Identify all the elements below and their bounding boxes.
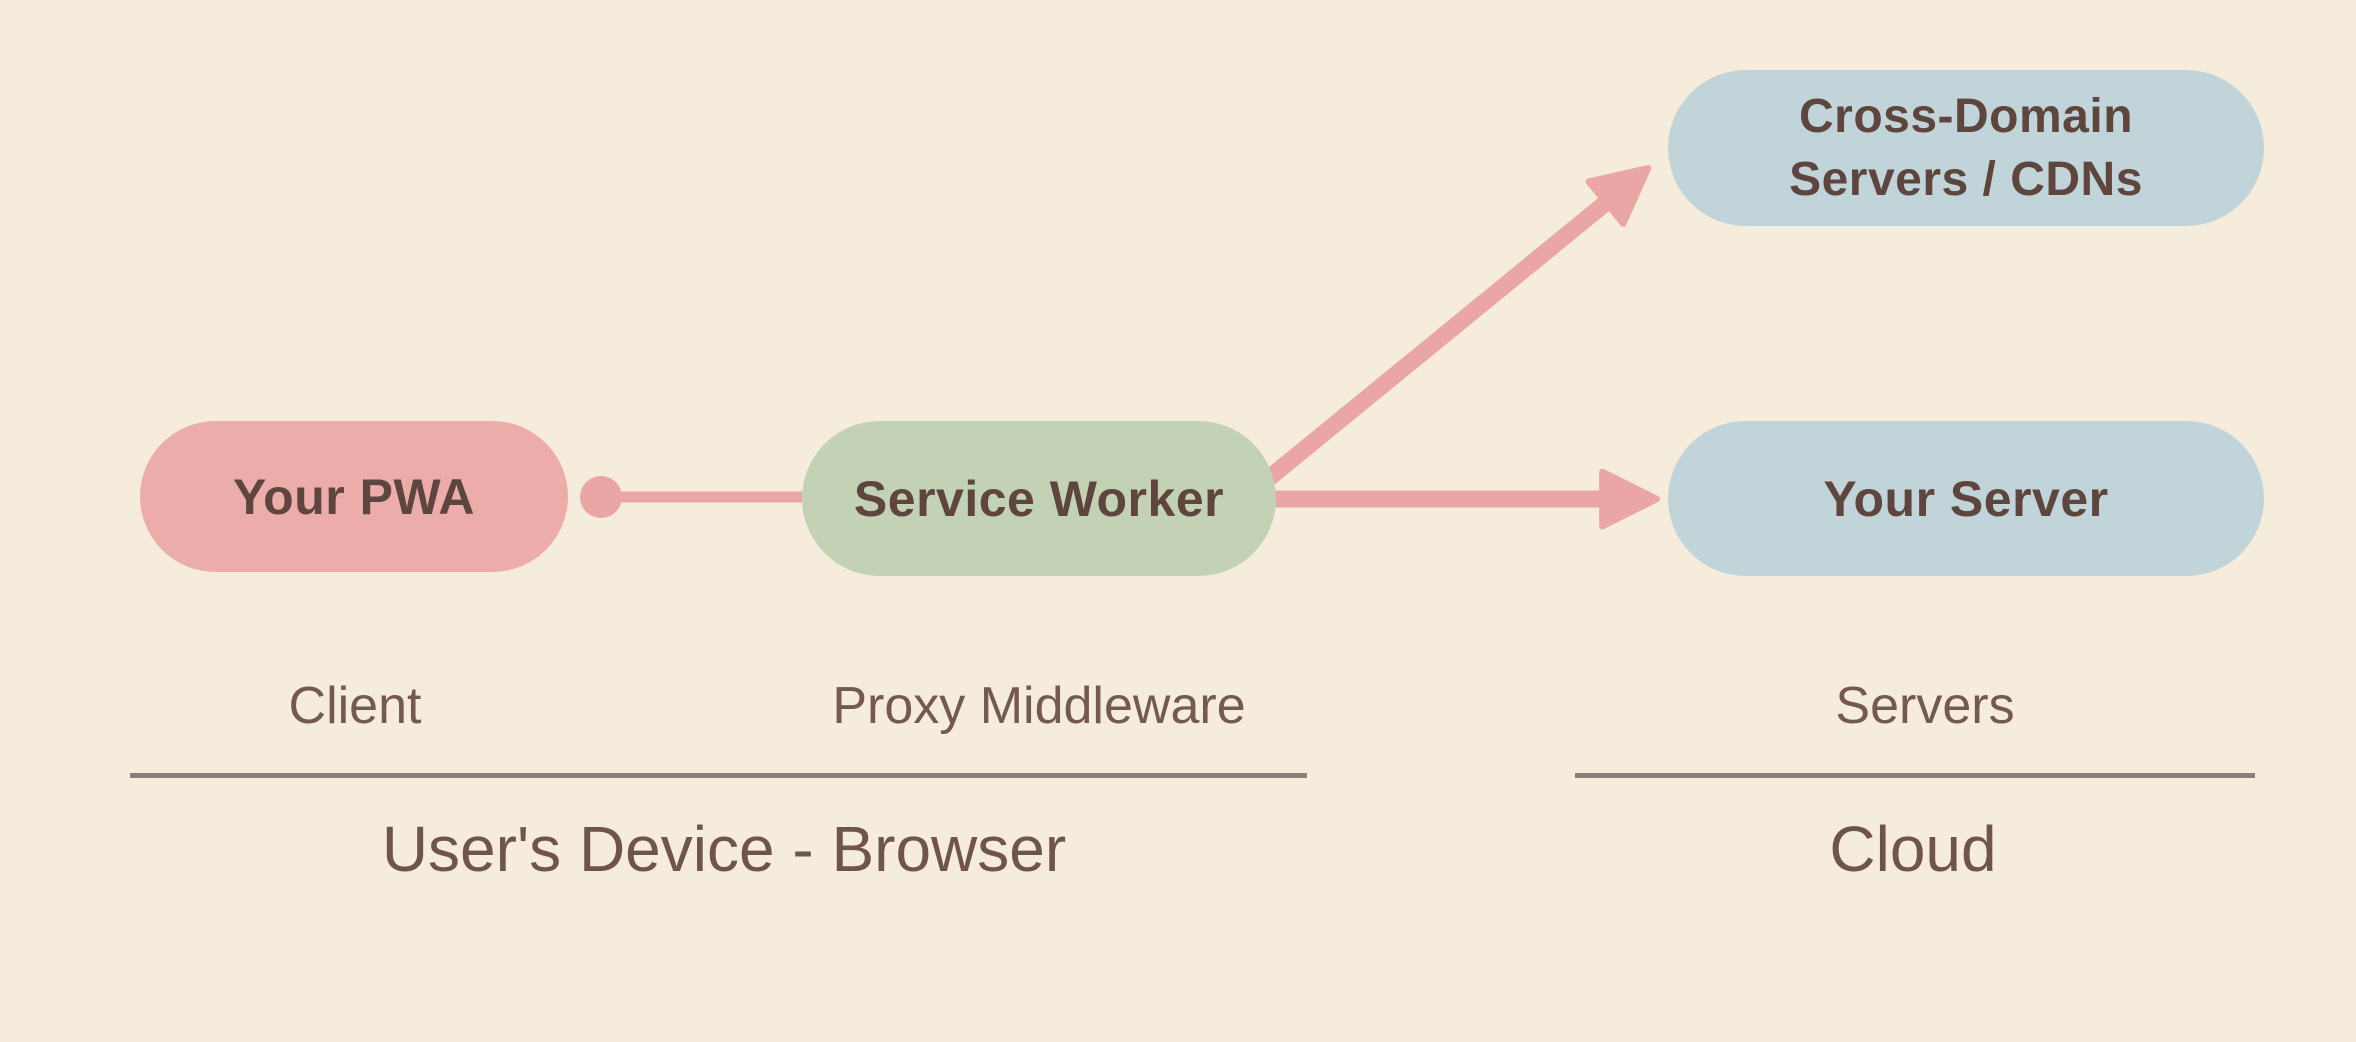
node-service-worker: Service Worker	[802, 421, 1276, 576]
node-cross-domain-servers-label: Cross-Domain Servers / CDNs	[1789, 89, 2143, 206]
node-your-pwa-label: Your PWA	[233, 468, 475, 525]
edge-service-worker-to-cross-domain	[1254, 165, 1652, 492]
group-label-user-device-browser: User's Device - Browser	[381, 813, 1067, 885]
group-label-cloud: Cloud	[1829, 813, 1997, 885]
node-cross-domain-servers: Cross-Domain Servers / CDNs	[1668, 70, 2264, 226]
node-your-server-label: Your Server	[1823, 470, 2109, 527]
role-label-proxy-middleware: Proxy Middleware	[832, 677, 1246, 735]
connector-dot-icon	[580, 476, 622, 518]
node-service-worker-label: Service Worker	[853, 470, 1225, 527]
node-your-pwa: Your PWA	[140, 421, 568, 572]
divider-cloud	[1575, 773, 2255, 778]
node-your-server: Your Server	[1668, 421, 2264, 576]
role-label-servers: Servers	[1835, 677, 2015, 735]
divider-user-device	[130, 773, 1307, 778]
role-label-client: Client	[288, 677, 422, 735]
